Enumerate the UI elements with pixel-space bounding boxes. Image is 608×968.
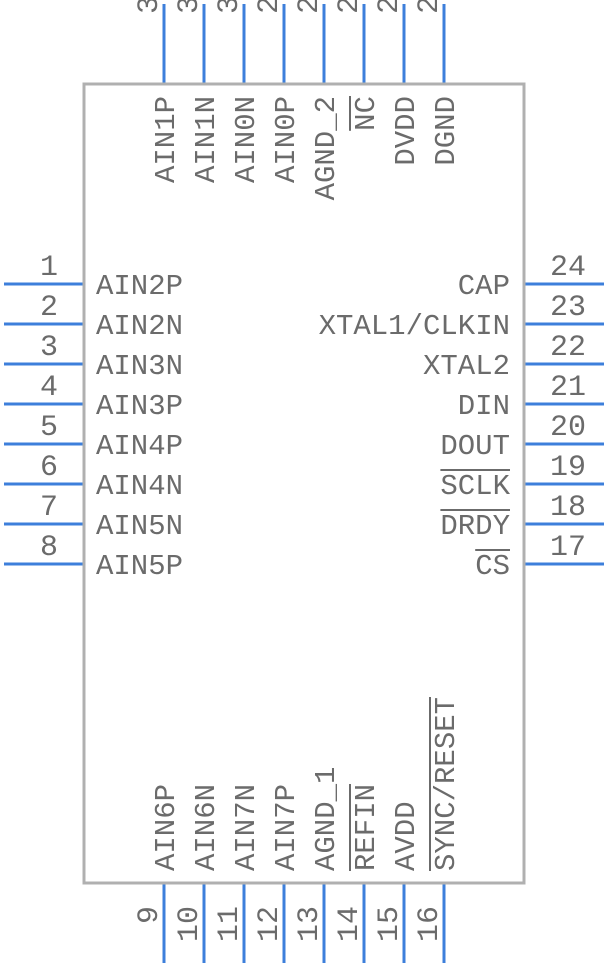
- pin-31-label-ain1n: AIN1N: [190, 96, 223, 183]
- pin-23-number: 23: [550, 291, 586, 325]
- pin-5-number: 5: [40, 411, 58, 445]
- pin-20-number: 20: [550, 411, 586, 445]
- pin-30-label-ain0n: AIN0N: [230, 96, 263, 183]
- pin-20-label-dout: DOUT: [440, 430, 510, 463]
- pin-4-label-ain3p: AIN3P: [96, 390, 183, 423]
- pin-19-number: 19: [550, 451, 586, 485]
- pin-1-label-ain2p: AIN2P: [96, 270, 183, 303]
- pin-32-label-ain1p: AIN1P: [150, 96, 183, 183]
- pin-15-number: 15: [373, 906, 407, 942]
- pin-21-number: 21: [550, 371, 586, 405]
- labels-layer: 1AIN2P2AIN2N3AIN3N4AIN3P5AIN4P6AIN4N7AIN…: [40, 0, 586, 942]
- pin-1-number: 1: [40, 251, 58, 285]
- pin-23-label-xtal1-clkin: XTAL1/CLKIN: [319, 310, 510, 343]
- pin-3-label-ain3n: AIN3N: [96, 350, 183, 383]
- ic-body: [82, 82, 526, 885]
- pin-12-label-ain7p: AIN7P: [270, 784, 303, 871]
- pin-18-label-drdy: DRDY: [440, 510, 510, 543]
- pin-24-label-cap: CAP: [458, 270, 510, 303]
- pin-22-number: 22: [550, 331, 586, 365]
- pin-21-label-din: DIN: [458, 390, 510, 423]
- pin-14-number: 14: [333, 906, 367, 942]
- pin-6-label-ain4n: AIN4N: [96, 470, 183, 503]
- pin-27-number: 27: [333, 0, 367, 14]
- pin-9-label-ain6p: AIN6P: [150, 784, 183, 871]
- pin-11-label-ain7n: AIN7N: [230, 784, 263, 871]
- pin-12-number: 12: [253, 906, 287, 942]
- pin-5-label-ain4p: AIN4P: [96, 430, 183, 463]
- pin-2-number: 2: [40, 291, 58, 325]
- pin-6-number: 6: [40, 451, 58, 485]
- pin-25-number: 25: [413, 0, 447, 14]
- pin-30-number: 30: [213, 0, 247, 14]
- pin-29-number: 29: [253, 0, 287, 14]
- pin-15-label-avdd: AVDD: [390, 801, 423, 871]
- pin-13-label-agnd-1: AGND_1: [310, 767, 343, 871]
- pin-31-number: 31: [173, 0, 207, 14]
- pin-24-number: 24: [550, 251, 586, 285]
- pin-16-number: 16: [413, 906, 447, 942]
- pin-17-number: 17: [550, 531, 586, 565]
- pin-17-label-cs: CS: [475, 550, 510, 583]
- pin-18-number: 18: [550, 491, 586, 525]
- pin-29-label-ain0p: AIN0P: [270, 96, 303, 183]
- pin-3-number: 3: [40, 331, 58, 365]
- pin-10-label-ain6n: AIN6N: [190, 784, 223, 871]
- pin-14-label-refin: REFIN: [350, 784, 383, 871]
- pin-16-label-sync-reset: SYNC/RESET: [430, 697, 463, 871]
- pin-28-number: 28: [293, 0, 327, 14]
- pin-22-label-xtal2: XTAL2: [423, 350, 510, 383]
- pin-27-label-nc: NC: [350, 96, 383, 131]
- pins-layer: [4, 4, 604, 963]
- pin-11-number: 11: [213, 906, 247, 942]
- pin-19-label-sclk: SCLK: [440, 470, 510, 503]
- pin-26-number: 26: [373, 0, 407, 14]
- pin-8-number: 8: [40, 531, 58, 565]
- pin-13-number: 13: [293, 906, 327, 942]
- pin-8-label-ain5p: AIN5P: [96, 550, 183, 583]
- pin-26-label-dvdd: DVDD: [390, 96, 423, 166]
- pin-4-number: 4: [40, 371, 58, 405]
- pin-32-number: 32: [133, 0, 167, 14]
- pin-10-number: 10: [173, 906, 207, 942]
- pin-7-label-ain5n: AIN5N: [96, 510, 183, 543]
- pin-28-label-agnd-2: AGND_2: [310, 96, 343, 200]
- pin-2-label-ain2n: AIN2N: [96, 310, 183, 343]
- pin-7-number: 7: [40, 491, 58, 525]
- pin-9-number: 9: [133, 906, 167, 924]
- pin-25-label-dgnd: DGND: [430, 96, 463, 166]
